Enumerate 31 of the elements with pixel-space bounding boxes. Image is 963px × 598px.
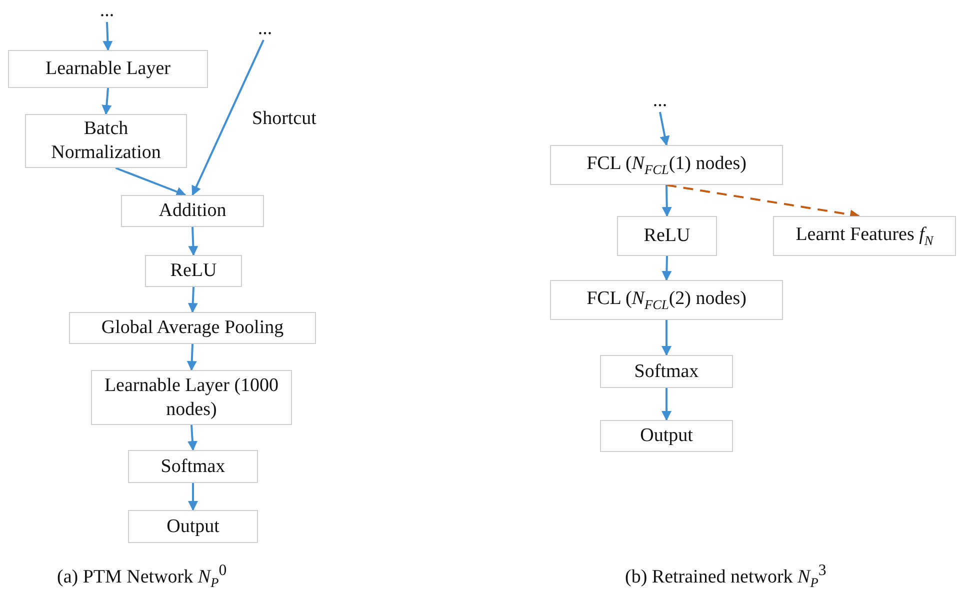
layer-box: Softmax [128, 450, 258, 483]
layer-box: Learnt Features f$_{N}$ [773, 216, 956, 256]
arrow [102, 88, 112, 115]
layer-box: ReLU [617, 216, 717, 256]
ellipsis-text: ... [645, 90, 675, 112]
arrow [662, 256, 672, 281]
layer-box: Learnable Layer (1000 nodes) [91, 370, 292, 425]
arrow [659, 112, 670, 146]
arrow [115, 167, 186, 196]
layer-box: FCL (N$_{FCL}$(1) nodes) [550, 145, 783, 185]
arrow [662, 388, 672, 421]
layer-box: Output [128, 510, 258, 543]
ellipsis-text: ... [92, 0, 122, 22]
arrow [192, 40, 264, 196]
layer-box: Batch Normalization [25, 114, 187, 168]
arrow [102, 22, 113, 51]
layer-box: Global Average Pooling [69, 312, 316, 344]
ellipsis-text: ... [250, 18, 280, 40]
layer-box: FCL (N$_{FCL}$(2) nodes) [550, 280, 783, 320]
arrow [187, 424, 198, 451]
layer-box: Learnable Layer [8, 50, 208, 88]
arrow [188, 483, 198, 511]
arrow [188, 286, 198, 313]
arrow [662, 320, 672, 356]
arrow [662, 184, 672, 217]
layer-box: ReLU [145, 255, 242, 287]
arrow [186, 344, 197, 371]
layer-box: Addition [121, 195, 264, 227]
arrow [188, 226, 198, 256]
layer-box: Output [600, 420, 733, 452]
layer-box: Softmax [600, 355, 733, 388]
